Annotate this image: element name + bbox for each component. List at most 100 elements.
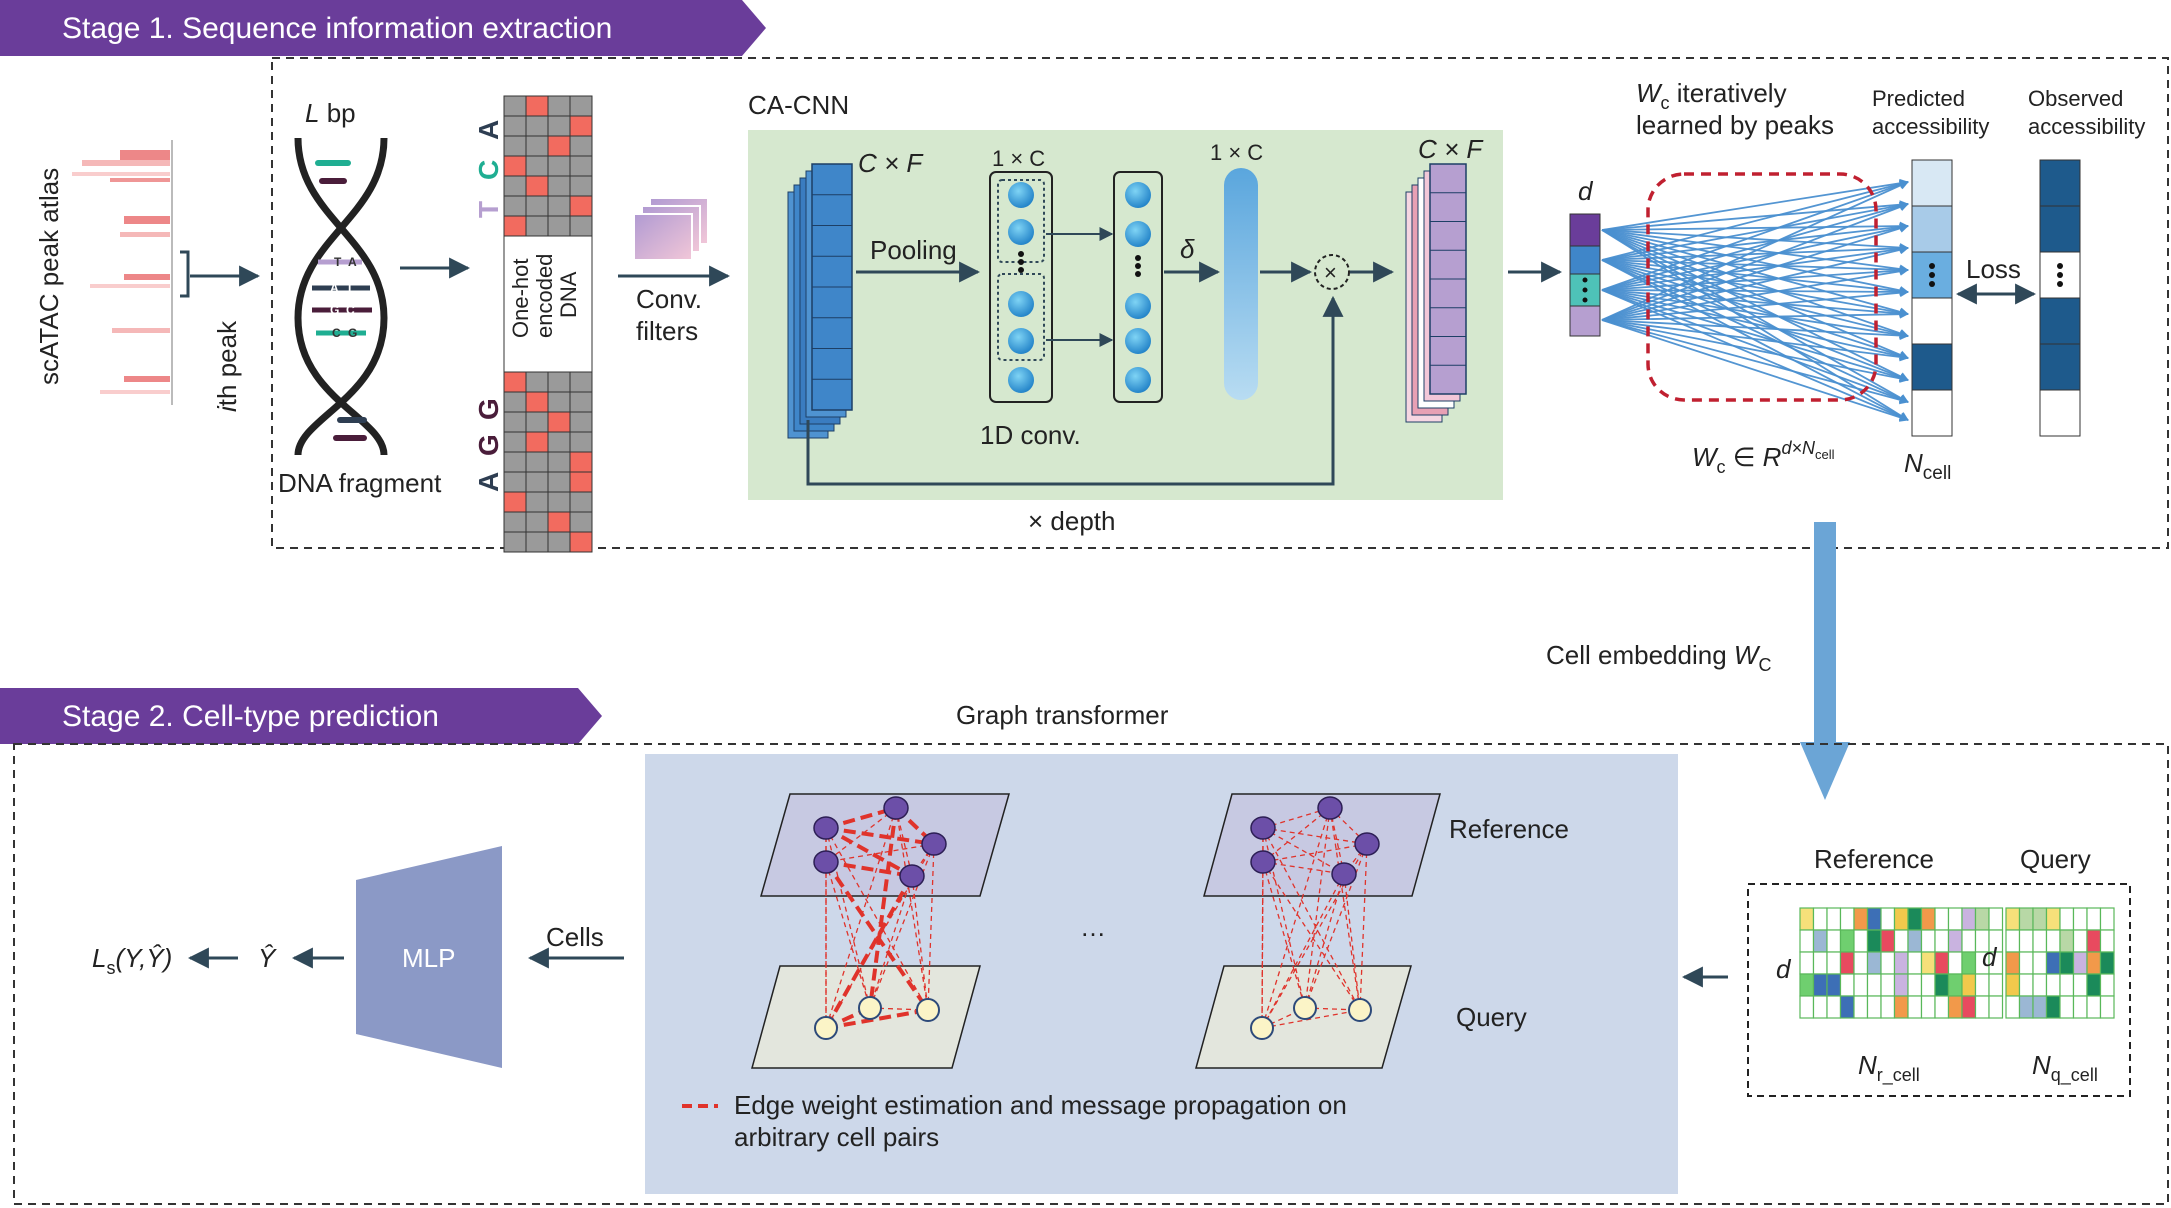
onehot-cell (525, 411, 549, 433)
accessibility-cell (1911, 389, 1953, 437)
embedding-cell (1920, 973, 1936, 997)
query-cell-node (858, 996, 882, 1020)
weight-edge (1601, 289, 1909, 318)
observed-line2: accessibility (2028, 114, 2145, 139)
reference-cell-node (921, 832, 947, 856)
embedding-cell (2005, 973, 2021, 997)
graph-edge (825, 807, 897, 863)
embedding-cell (1974, 995, 1990, 1019)
embedding-cell (2032, 951, 2048, 975)
graph-edge (1261, 807, 1331, 1029)
weight-edge (1601, 229, 1909, 274)
cacnn-title: CA-CNN (748, 90, 849, 120)
embedding-cell (1880, 995, 1896, 1019)
graph-edge (1359, 843, 1368, 1011)
embedding-cell (2086, 995, 2102, 1019)
embedding-cell (2005, 951, 2021, 975)
embedding-cell (1826, 973, 1842, 997)
cells-label: Cells (546, 922, 604, 952)
embedding-cell (2099, 929, 2115, 953)
onehot-cell (569, 431, 593, 453)
embedding-cell (1920, 995, 1936, 1019)
accessibility-cell (2039, 389, 2081, 437)
weight-edge (1601, 319, 1909, 422)
weight-edge (1601, 223, 1909, 291)
mlp-label: MLP (402, 943, 455, 973)
graph-edge (1262, 827, 1361, 1011)
delta-label: δ (1180, 234, 1195, 264)
onehot-cell (547, 491, 571, 513)
embedding-cell (2059, 951, 2075, 975)
embedding-cell (2032, 973, 2048, 997)
onehot-cell (547, 451, 571, 473)
weight-edge (1601, 178, 1909, 231)
embedding-cell (1866, 951, 1882, 975)
onehot-cell (569, 531, 593, 553)
pair-2-left: A (330, 281, 339, 295)
graph-edge (825, 826, 913, 878)
atlas-label: scATAC peak atlas (34, 168, 64, 385)
onehot-cell (547, 411, 571, 433)
graph-edge (824, 875, 914, 1029)
embedding-cell (1961, 995, 1977, 1019)
accessibility-cell (2039, 205, 2081, 253)
peak-embedding-vector (1569, 213, 1601, 337)
reweighted-feature-front (1429, 163, 1467, 395)
embedding-cell (2086, 951, 2102, 975)
pair-3-right: C (346, 303, 355, 317)
onehot-cell (525, 155, 549, 177)
reference-cell-node (1331, 862, 1357, 886)
embedding-cell (2086, 973, 2102, 997)
graph-edge (895, 807, 929, 1011)
embedding-cell (1974, 973, 1990, 997)
onehot-cell (525, 391, 549, 413)
onehot-label: One-hot encoded DNA (508, 254, 581, 338)
neuron (1125, 293, 1151, 319)
weight-edge (1601, 200, 1909, 231)
weight-edge (1601, 180, 1909, 291)
neuron (1008, 367, 1034, 393)
embedding-cell (1853, 973, 1869, 997)
embedding-cell (1866, 907, 1882, 931)
embedding-cell (2059, 995, 2075, 1019)
skip-connection (806, 295, 1344, 486)
weight-edge (1601, 309, 1909, 321)
weight-edge (1601, 259, 1909, 275)
supervised-loss-label: Ls(Y,Ŷ) (92, 943, 172, 978)
predicted-line1: Predicted (1872, 86, 1965, 111)
embedding-cell (1947, 907, 1963, 931)
reference-plane-label: Reference (1449, 814, 1569, 844)
embedding-cell (1893, 907, 1909, 931)
query-cell-node (1293, 996, 1317, 1020)
base-g-1: G (473, 434, 504, 456)
onehot-cell (525, 115, 549, 137)
reference-cell-node (1354, 832, 1380, 856)
graph-edge (911, 875, 929, 1011)
reference-matrix-label: Reference (1814, 844, 1934, 874)
embedding-cell (1853, 951, 1869, 975)
embedding-cell (1880, 929, 1896, 953)
peak-label: ith peak (212, 320, 242, 412)
cell-embedding-arrow (1800, 522, 1850, 800)
embedding-cell (1812, 973, 1828, 997)
weight-edge (1601, 259, 1909, 318)
weight-edge (1601, 266, 1909, 291)
reference-cell-node (883, 796, 909, 820)
embedding-cell (2032, 995, 2048, 1019)
onehot-cell (569, 195, 593, 217)
weight-edge (1601, 319, 1909, 341)
embedding-cell (1920, 907, 1936, 931)
ellipsis-dot (2057, 281, 2063, 287)
observed-accessibility-vector (2039, 159, 2081, 437)
cacnn-panel (748, 130, 1503, 500)
onehot-cell (503, 471, 527, 493)
query-cell-node (1250, 1016, 1274, 1040)
onehot-cell (569, 95, 593, 117)
pooling-label: Pooling (870, 235, 957, 265)
embedding-cell (2072, 995, 2088, 1019)
weight-edge (1601, 201, 1909, 261)
onehot-cell (525, 175, 549, 197)
onehot-cell (503, 195, 527, 217)
graph-edge (825, 861, 871, 1009)
onehot-cell (569, 371, 593, 393)
